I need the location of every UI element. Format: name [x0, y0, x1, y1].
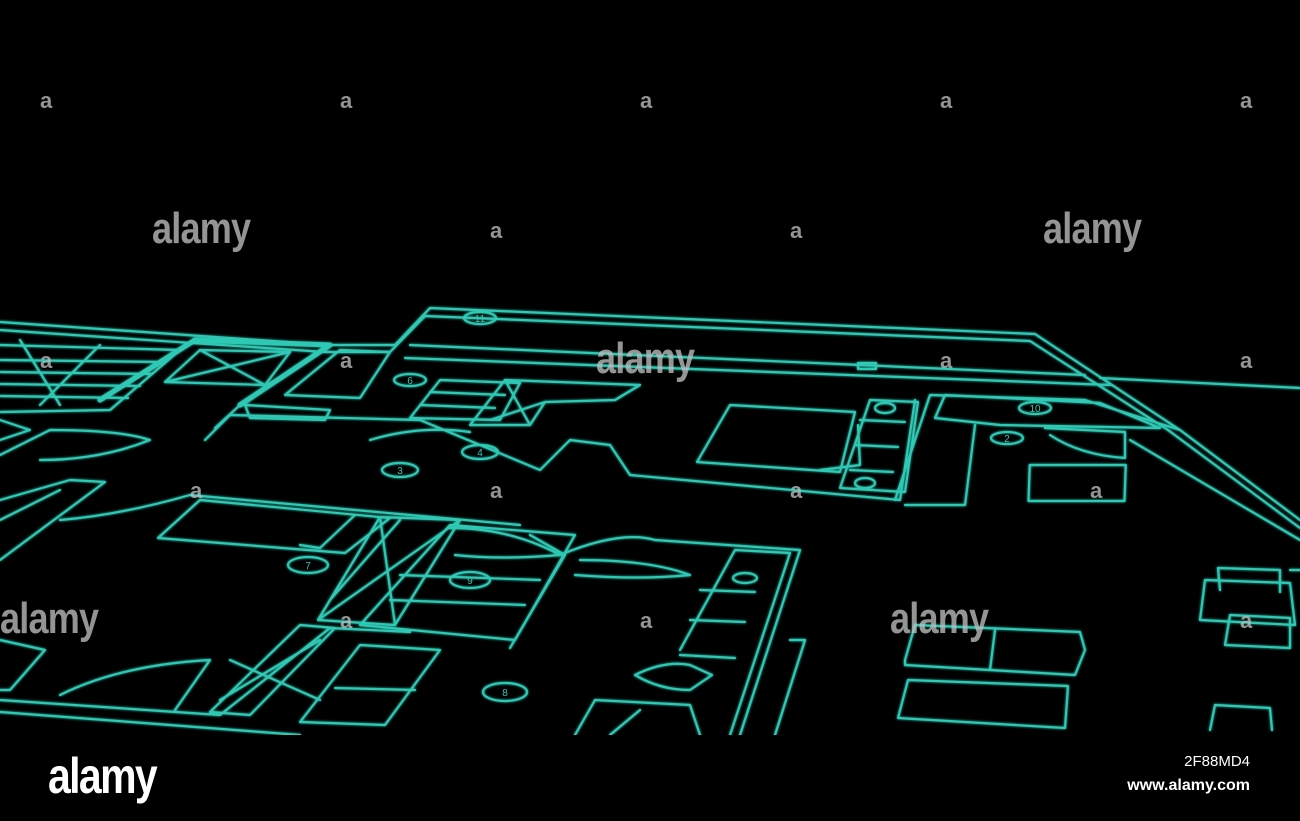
- cabinet-top: [838, 398, 920, 494]
- bath-lower: [573, 548, 807, 735]
- stock-footer: alamy 2F88MD4 www.alamy.com: [0, 735, 1300, 821]
- floor-plan-svg: 11 6 4 3 10 2 7 9 8: [0, 306, 1300, 735]
- room-10: [933, 393, 1162, 460]
- bed-top: [695, 403, 862, 474]
- floor-plan-drawing: 11 6 4 3 10 2 7 9 8: [0, 306, 1300, 735]
- room-number: 10: [1029, 404, 1041, 415]
- room-number: 8: [502, 688, 508, 699]
- site-url[interactable]: www.alamy.com: [1127, 777, 1250, 794]
- alamy-logo[interactable]: alamy: [48, 748, 158, 804]
- long-line-right: [1098, 376, 1300, 390]
- room-number: 9: [467, 576, 473, 587]
- elevator-box: [163, 348, 292, 387]
- stairs: [0, 338, 182, 414]
- thick-wall: [97, 337, 333, 408]
- image-id: 2F88MD4: [1184, 753, 1250, 770]
- room-number: 11: [475, 314, 486, 325]
- room-number: 4: [477, 448, 483, 459]
- room-numbers: 11 6 4 3 10 2 7 9 8: [305, 314, 1041, 699]
- room-number: 2: [1004, 434, 1010, 445]
- room-number: 7: [305, 561, 311, 572]
- room-number: 3: [397, 466, 403, 477]
- corridor-line: [408, 343, 1087, 377]
- small-mark: [856, 361, 878, 371]
- wardrobe-top: [408, 378, 642, 427]
- room-number: 6: [407, 376, 413, 387]
- outer-wall-top-inner: [0, 314, 1300, 530]
- corridor-line-2: [403, 356, 1112, 387]
- wardrobe-lower: [316, 515, 577, 642]
- sofa-set: [896, 566, 1300, 732]
